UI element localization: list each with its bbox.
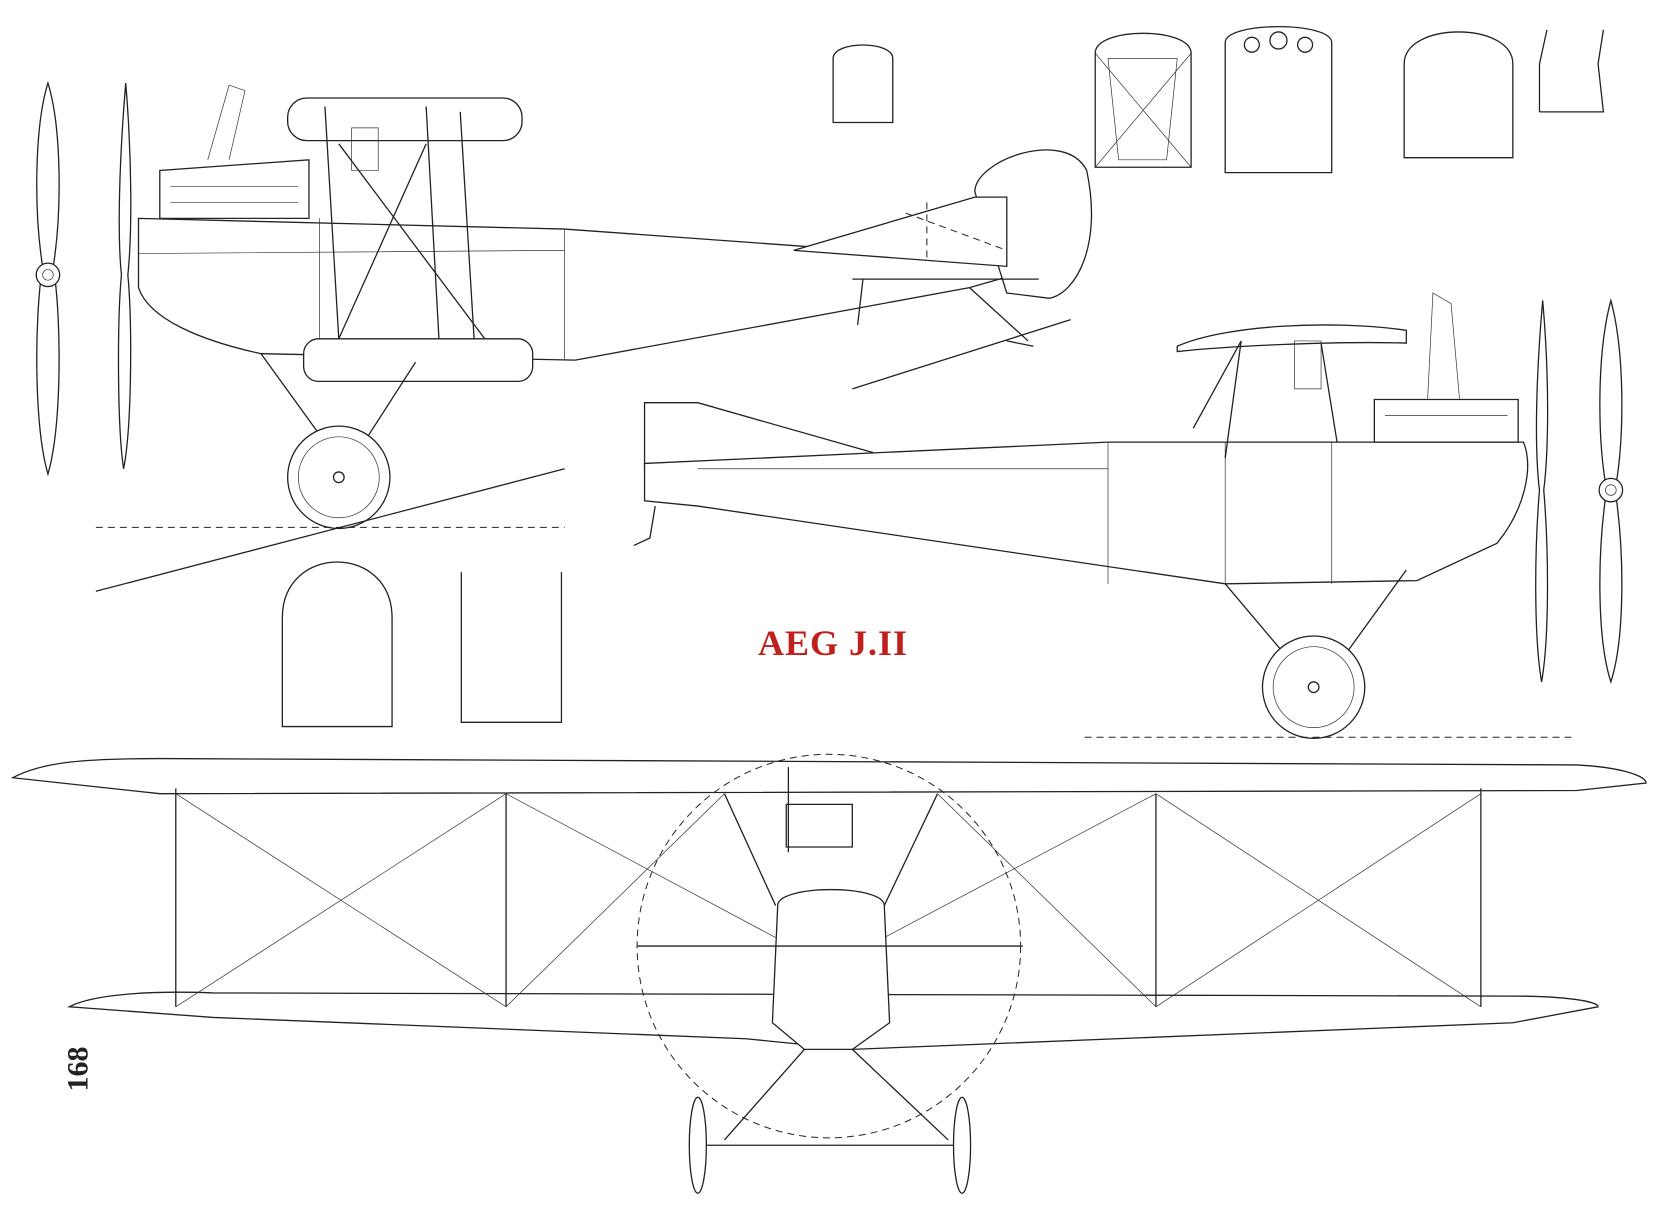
wheel-right (1262, 636, 1364, 738)
page-number: 168 (61, 1046, 95, 1092)
radiator (786, 804, 852, 847)
engine-left (160, 160, 309, 219)
right-side-view (634, 293, 1623, 738)
propeller-front-right (1599, 300, 1622, 681)
lower-wing-left (304, 339, 533, 382)
left-side-view (36, 83, 1091, 591)
propeller-front-left (36, 83, 59, 474)
fuselage-left (139, 218, 1007, 360)
wheel-left (288, 426, 390, 528)
upper-wing-left (288, 98, 522, 141)
wheel-front-right (954, 1097, 971, 1193)
engine-right (1374, 400, 1518, 443)
fuselage-cross-sections (282, 27, 1603, 727)
fuselage-right (645, 442, 1528, 584)
wheel-front-left (689, 1097, 706, 1193)
propeller-side-right (1536, 300, 1548, 681)
front-view (13, 754, 1646, 1193)
upper-wing-front (13, 759, 1646, 794)
fuselage-front (772, 890, 889, 1050)
propeller-side-left (118, 83, 130, 469)
drawing-title: AEG J.II (758, 623, 909, 663)
stabilizer-left (794, 197, 1007, 266)
upper-wing-right (1177, 325, 1406, 352)
